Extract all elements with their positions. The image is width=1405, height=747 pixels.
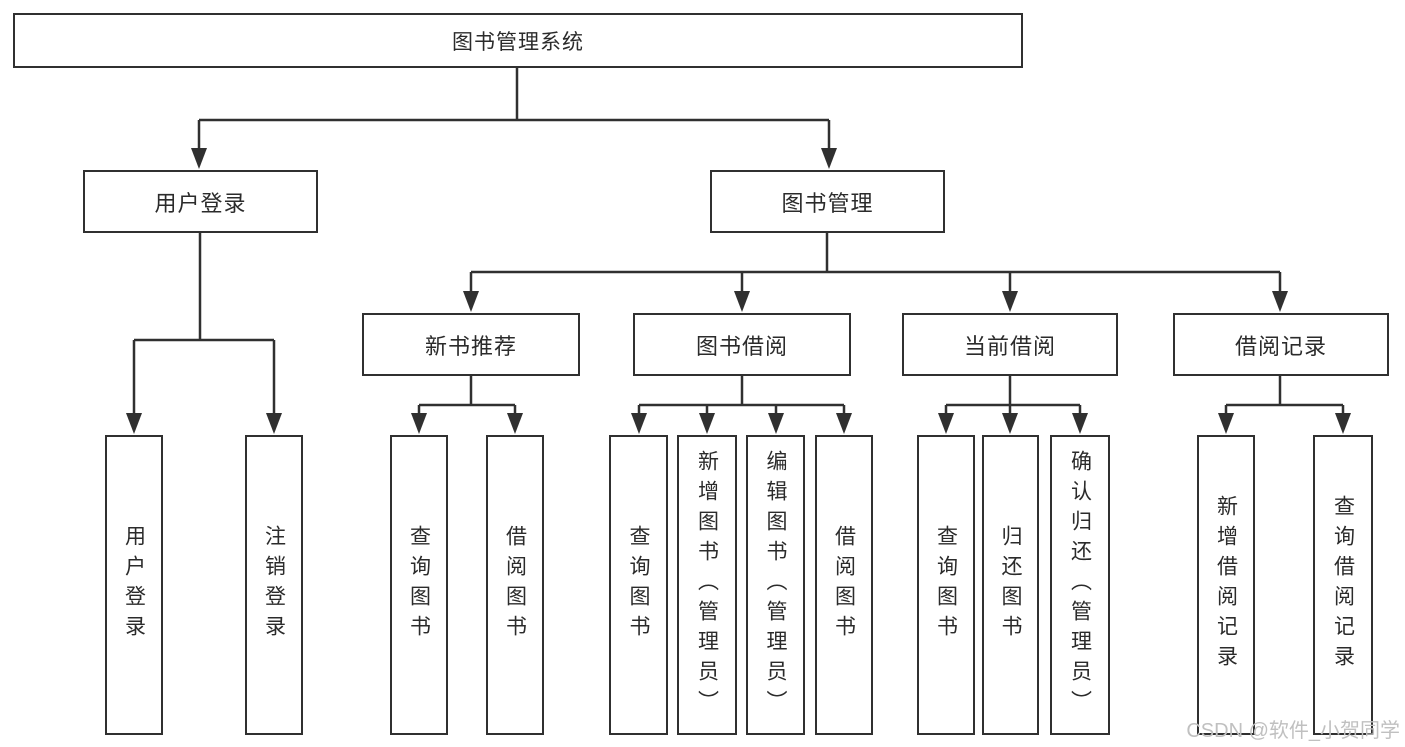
leaf-recommend-borrow-books-label: 借阅图书 — [503, 525, 527, 645]
node-root: 图书管理系统 — [13, 13, 1023, 68]
connector-borrow-to-leaves — [637, 376, 846, 415]
connector-root-to-level2 — [197, 68, 831, 150]
leaf-current-query-books: 查询图书 — [917, 435, 975, 735]
leaf-current-confirm-return-admin-label: 确认归还（管理员） — [1068, 450, 1092, 720]
leaf-logout-label: 注销登录 — [262, 525, 286, 645]
node-borrow-records-label: 借阅记录 — [1234, 333, 1327, 359]
node-new-book-recommend: 新书推荐 — [362, 313, 580, 376]
leaf-logout: 注销登录 — [245, 435, 303, 735]
leaf-recommend-borrow-books: 借阅图书 — [486, 435, 544, 735]
node-current-borrow-label: 当前借阅 — [963, 333, 1056, 359]
arrowheads — [126, 148, 1351, 434]
leaf-records-add-record-label: 新增借阅记录 — [1214, 495, 1238, 675]
node-current-borrow: 当前借阅 — [902, 313, 1118, 376]
leaf-recommend-query-books: 查询图书 — [390, 435, 448, 735]
leaf-borrow-edit-books-admin: 编辑图书（管理员） — [746, 435, 805, 735]
leaf-user-login: 用户登录 — [105, 435, 163, 735]
node-book-management: 图书管理 — [710, 170, 945, 233]
leaf-borrow-add-books-admin: 新增图书（管理员） — [677, 435, 737, 735]
connector-newbook-to-leaves — [417, 376, 517, 415]
leaf-borrow-query-books: 查询图书 — [609, 435, 668, 735]
leaf-current-return-books-label: 归还图书 — [999, 525, 1022, 645]
leaf-user-login-label: 用户登录 — [122, 525, 146, 645]
leaf-recommend-query-books-label: 查询图书 — [407, 525, 431, 645]
leaf-current-return-books: 归还图书 — [982, 435, 1039, 735]
connector-records-to-leaves — [1224, 376, 1345, 415]
connector-login-to-leaves — [132, 233, 276, 415]
node-user-login-label: 用户登录 — [154, 190, 247, 216]
node-new-book-recommend-label: 新书推荐 — [424, 333, 517, 359]
leaf-borrow-add-books-admin-label: 新增图书（管理员） — [695, 450, 719, 720]
leaf-records-add-record: 新增借阅记录 — [1197, 435, 1255, 735]
leaf-records-query-record: 查询借阅记录 — [1313, 435, 1373, 735]
watermark: CSDN @软件_小贺同学 — [1186, 720, 1400, 742]
node-borrow-records: 借阅记录 — [1173, 313, 1389, 376]
connector-management-to-level3 — [469, 233, 1282, 292]
node-book-borrow-label: 图书借阅 — [695, 333, 788, 359]
node-book-borrow: 图书借阅 — [633, 313, 851, 376]
leaf-records-query-record-label: 查询借阅记录 — [1331, 495, 1355, 675]
node-book-management-label: 图书管理 — [781, 190, 874, 216]
leaf-current-query-books-label: 查询图书 — [934, 525, 958, 645]
leaf-current-confirm-return-admin: 确认归还（管理员） — [1050, 435, 1110, 735]
leaf-borrow-borrow-books-label: 借阅图书 — [832, 525, 856, 645]
connector-current-to-leaves — [944, 376, 1082, 415]
leaf-borrow-query-books-label: 查询图书 — [627, 525, 650, 645]
node-user-login: 用户登录 — [83, 170, 318, 233]
leaf-borrow-borrow-books: 借阅图书 — [815, 435, 873, 735]
node-root-label: 图书管理系统 — [452, 30, 584, 54]
leaf-borrow-edit-books-admin-label: 编辑图书（管理员） — [764, 450, 787, 720]
